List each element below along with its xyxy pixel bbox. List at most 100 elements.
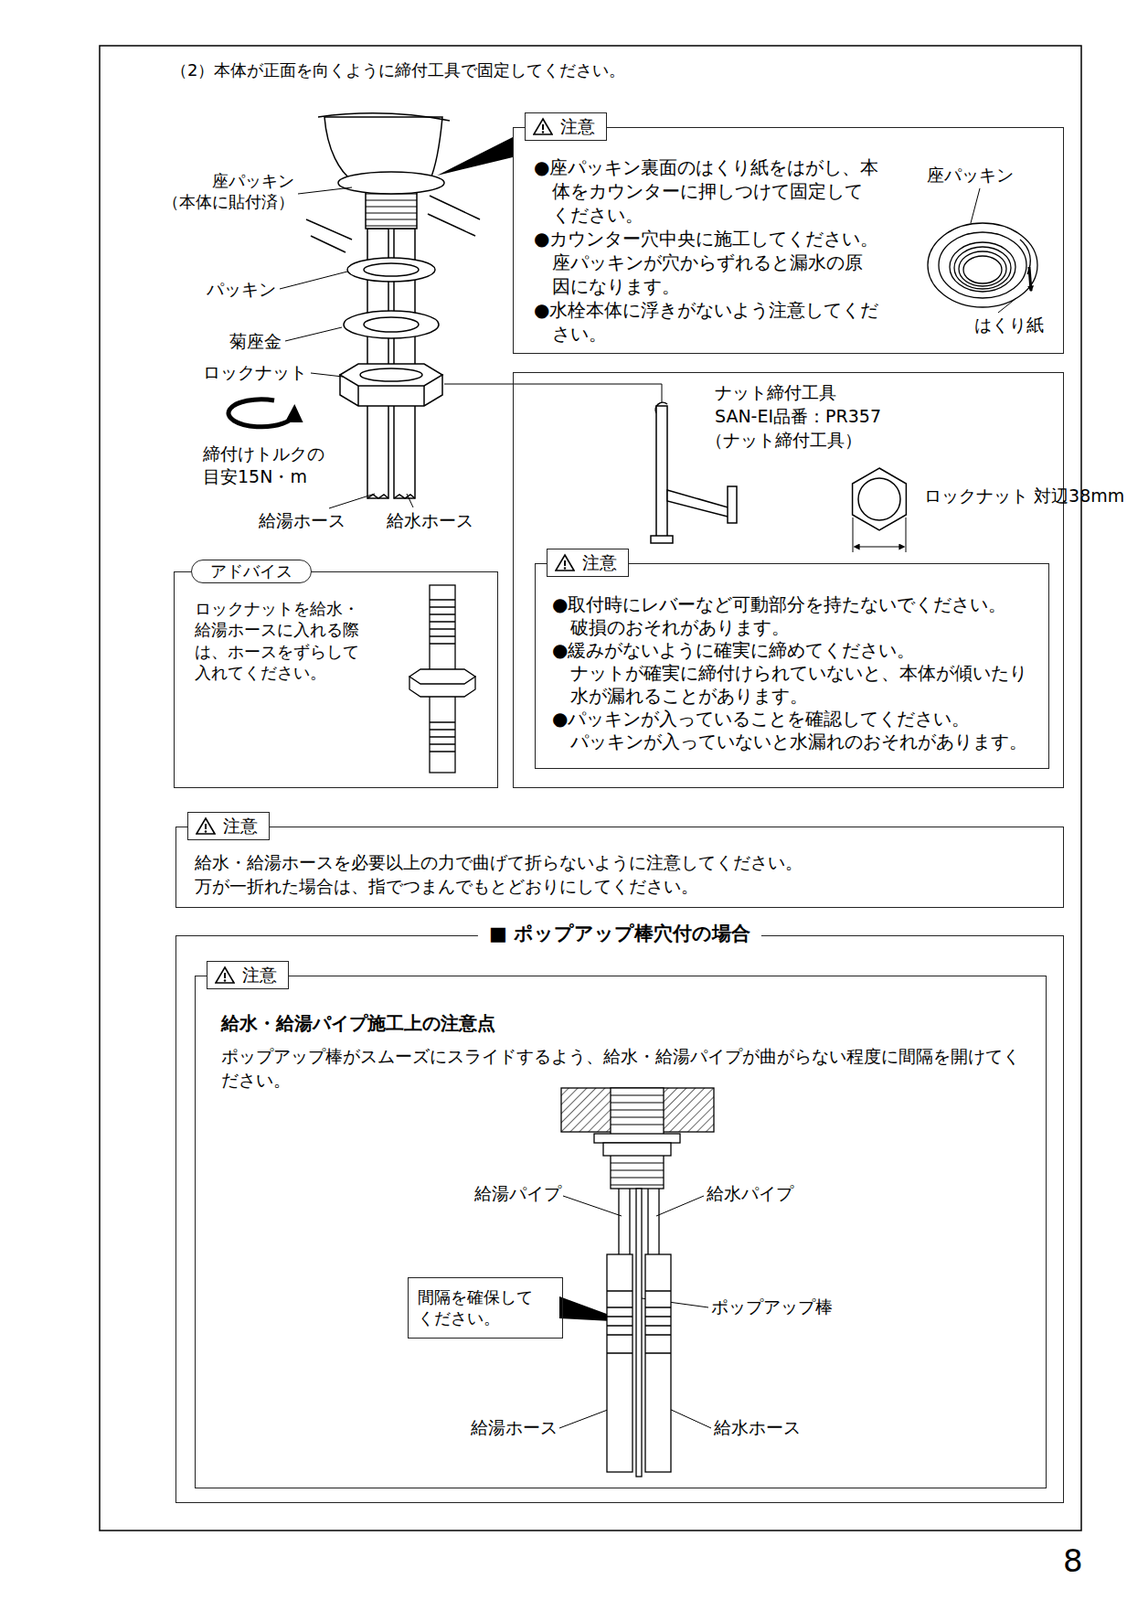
leader-line [656, 1195, 704, 1216]
warning-mark [542, 131, 544, 134]
nut-tool-illustration [852, 517, 854, 553]
heading-tab: 注意 [546, 548, 629, 577]
part-label: 給湯ホース [470, 1416, 558, 1439]
part-label: はくり紙 [974, 314, 1044, 337]
rotation-arrow [228, 399, 295, 427]
heading-tab: 注意 [187, 811, 270, 840]
heading-tab: 注意 [524, 112, 607, 141]
nut-tool-illustration [905, 517, 907, 553]
packing-illustration [954, 246, 1011, 289]
faucet-illustration [429, 195, 480, 220]
leader-line [310, 372, 343, 377]
box-text: 間隔を確保してください。 [417, 1286, 538, 1330]
popup-illustration [561, 1087, 714, 1477]
heading-tab: 注意 [206, 960, 289, 989]
part-label: ポップアップ棒 [711, 1296, 833, 1319]
warning-mark [542, 124, 544, 130]
page-frame [99, 45, 1082, 1531]
leader-line [444, 383, 662, 403]
part-label: 給水ホース [386, 510, 474, 532]
box-text: ●緩みがないように確実に締めてください。 [552, 638, 1040, 662]
hose-nut-illustration [409, 669, 476, 684]
warning-mark [223, 972, 226, 979]
popup-illustration [606, 1254, 633, 1472]
faucet-illustration [343, 310, 439, 339]
caution-box: 注意●座パッキン裏面のはくり紙をはがし、本体をカウンターに押しつけて固定してくだ… [512, 127, 1064, 354]
hose-nut-illustration [429, 722, 456, 752]
part-label: 給水ホース [713, 1416, 801, 1439]
warning-mark [223, 979, 226, 982]
box-text: ●取付時にレバーなど可動部分を持たないでください。 [552, 593, 1040, 617]
faucet-illustration [423, 385, 426, 406]
faucet-illustration [427, 213, 476, 236]
warning-triangle [196, 818, 215, 834]
box-heading: ■ ポップアップ棒穴付の場合 [489, 922, 751, 946]
packing-illustration [949, 242, 1016, 292]
box-text: ナット締付工具 [714, 382, 837, 405]
box-text: 破損のおそれがあります。 [552, 616, 1040, 639]
box-text: ナットが確実に締付けられていないと、本体が傾いたり水が漏れることがあります。 [552, 661, 1040, 708]
warning-mark [563, 567, 566, 570]
faucet-illustration [365, 193, 417, 226]
popup-illustration [594, 1133, 681, 1143]
hose-nut-illustration [429, 599, 456, 644]
rotation-arrow [228, 399, 295, 427]
leader-line [406, 493, 414, 508]
box-text: ●水栓本体に浮きがないよう注意してください。 [533, 297, 881, 346]
box-text: ロックナットを給水・給湯ホースに入れる際は、ホースをずらして入れてください。 [194, 597, 365, 684]
packing-illustration [927, 223, 1038, 308]
box-text: ●座パッキン裏面のはくり紙をはがし、本体をカウンターに押しつけて固定してください… [533, 155, 881, 227]
popup-illustration [603, 1142, 671, 1156]
caution-box: 注意給水・給湯ホースを必要以上の力で曲げて折らないように注意してください。万が一… [175, 826, 1064, 908]
box-text: 万が一折れた場合は、指でつまんでもとどおりにしてください。 [194, 874, 1045, 899]
warning-triangle [215, 967, 234, 983]
box-text: ●パッキンが入っていることを確認してください。 [552, 707, 1040, 731]
callout-box: 間隔を確保してください。 [407, 1276, 564, 1339]
faucet-illustration [340, 363, 443, 386]
box-text: SAN-EI品番：PR357 [714, 405, 882, 428]
packing-illustration [1029, 266, 1032, 291]
leader-line [970, 188, 980, 224]
leader-line [329, 493, 375, 509]
box-heading: 注意 [582, 552, 617, 574]
box-heading: アドバイス [210, 561, 293, 582]
nut-tool-illustration [667, 489, 732, 518]
box-text: ロックナット 対辺38mm [924, 484, 1046, 508]
nut-tool-illustration [727, 486, 737, 523]
leader-line [279, 271, 348, 289]
warning-mark [204, 830, 207, 833]
nut-tool-illustration [650, 402, 906, 553]
warning-triangle [533, 118, 553, 135]
warning-icon [554, 552, 575, 572]
warning-triangle [555, 554, 575, 571]
packing-illustration [963, 255, 1002, 284]
packing-illustration [927, 223, 1038, 308]
faucet-illustration [347, 257, 436, 282]
step-heading: （2）本体が正面を向くように締付工具で固定してください。 [170, 60, 626, 82]
part-label: 締付けトルクの 目安15N・m [202, 442, 342, 488]
faucet-illustration [318, 113, 450, 121]
nut-tool-illustration [852, 467, 907, 531]
nut-tool-illustration [854, 546, 904, 548]
box-heading: 注意 [223, 815, 258, 837]
box-text: 給水・給湯ホースを必要以上の力で曲げて折らないように注意してください。 [194, 850, 1045, 875]
part-label: 座パッキン [926, 164, 1014, 187]
leader-line [559, 1407, 613, 1428]
leader-line [279, 187, 1017, 1428]
part-label: 座パッキン （本体に貼付済） [146, 170, 295, 213]
faucet-illustration [357, 385, 360, 406]
leader-line [563, 1195, 622, 1216]
leader-line [285, 327, 342, 341]
nut-tool-illustration [858, 478, 901, 521]
heading-tab: アドバイス [191, 559, 312, 584]
packing-illustration [958, 251, 1007, 287]
hose-nut-illustration [409, 584, 476, 773]
warning-mark [204, 823, 207, 830]
faucet-illustration [310, 235, 346, 253]
warning-icon [532, 116, 553, 136]
section-box: ■ ポップアップ棒穴付の場合注意間隔を確保してください。給水・給湯パイプ施工上の… [175, 935, 1064, 1503]
warning-mark [563, 560, 566, 566]
pointer-wedge [436, 137, 513, 176]
caution-box: 注意間隔を確保してください。給水・給湯パイプ施工上の注意点ポップアップ棒がスムー… [194, 975, 1047, 1489]
